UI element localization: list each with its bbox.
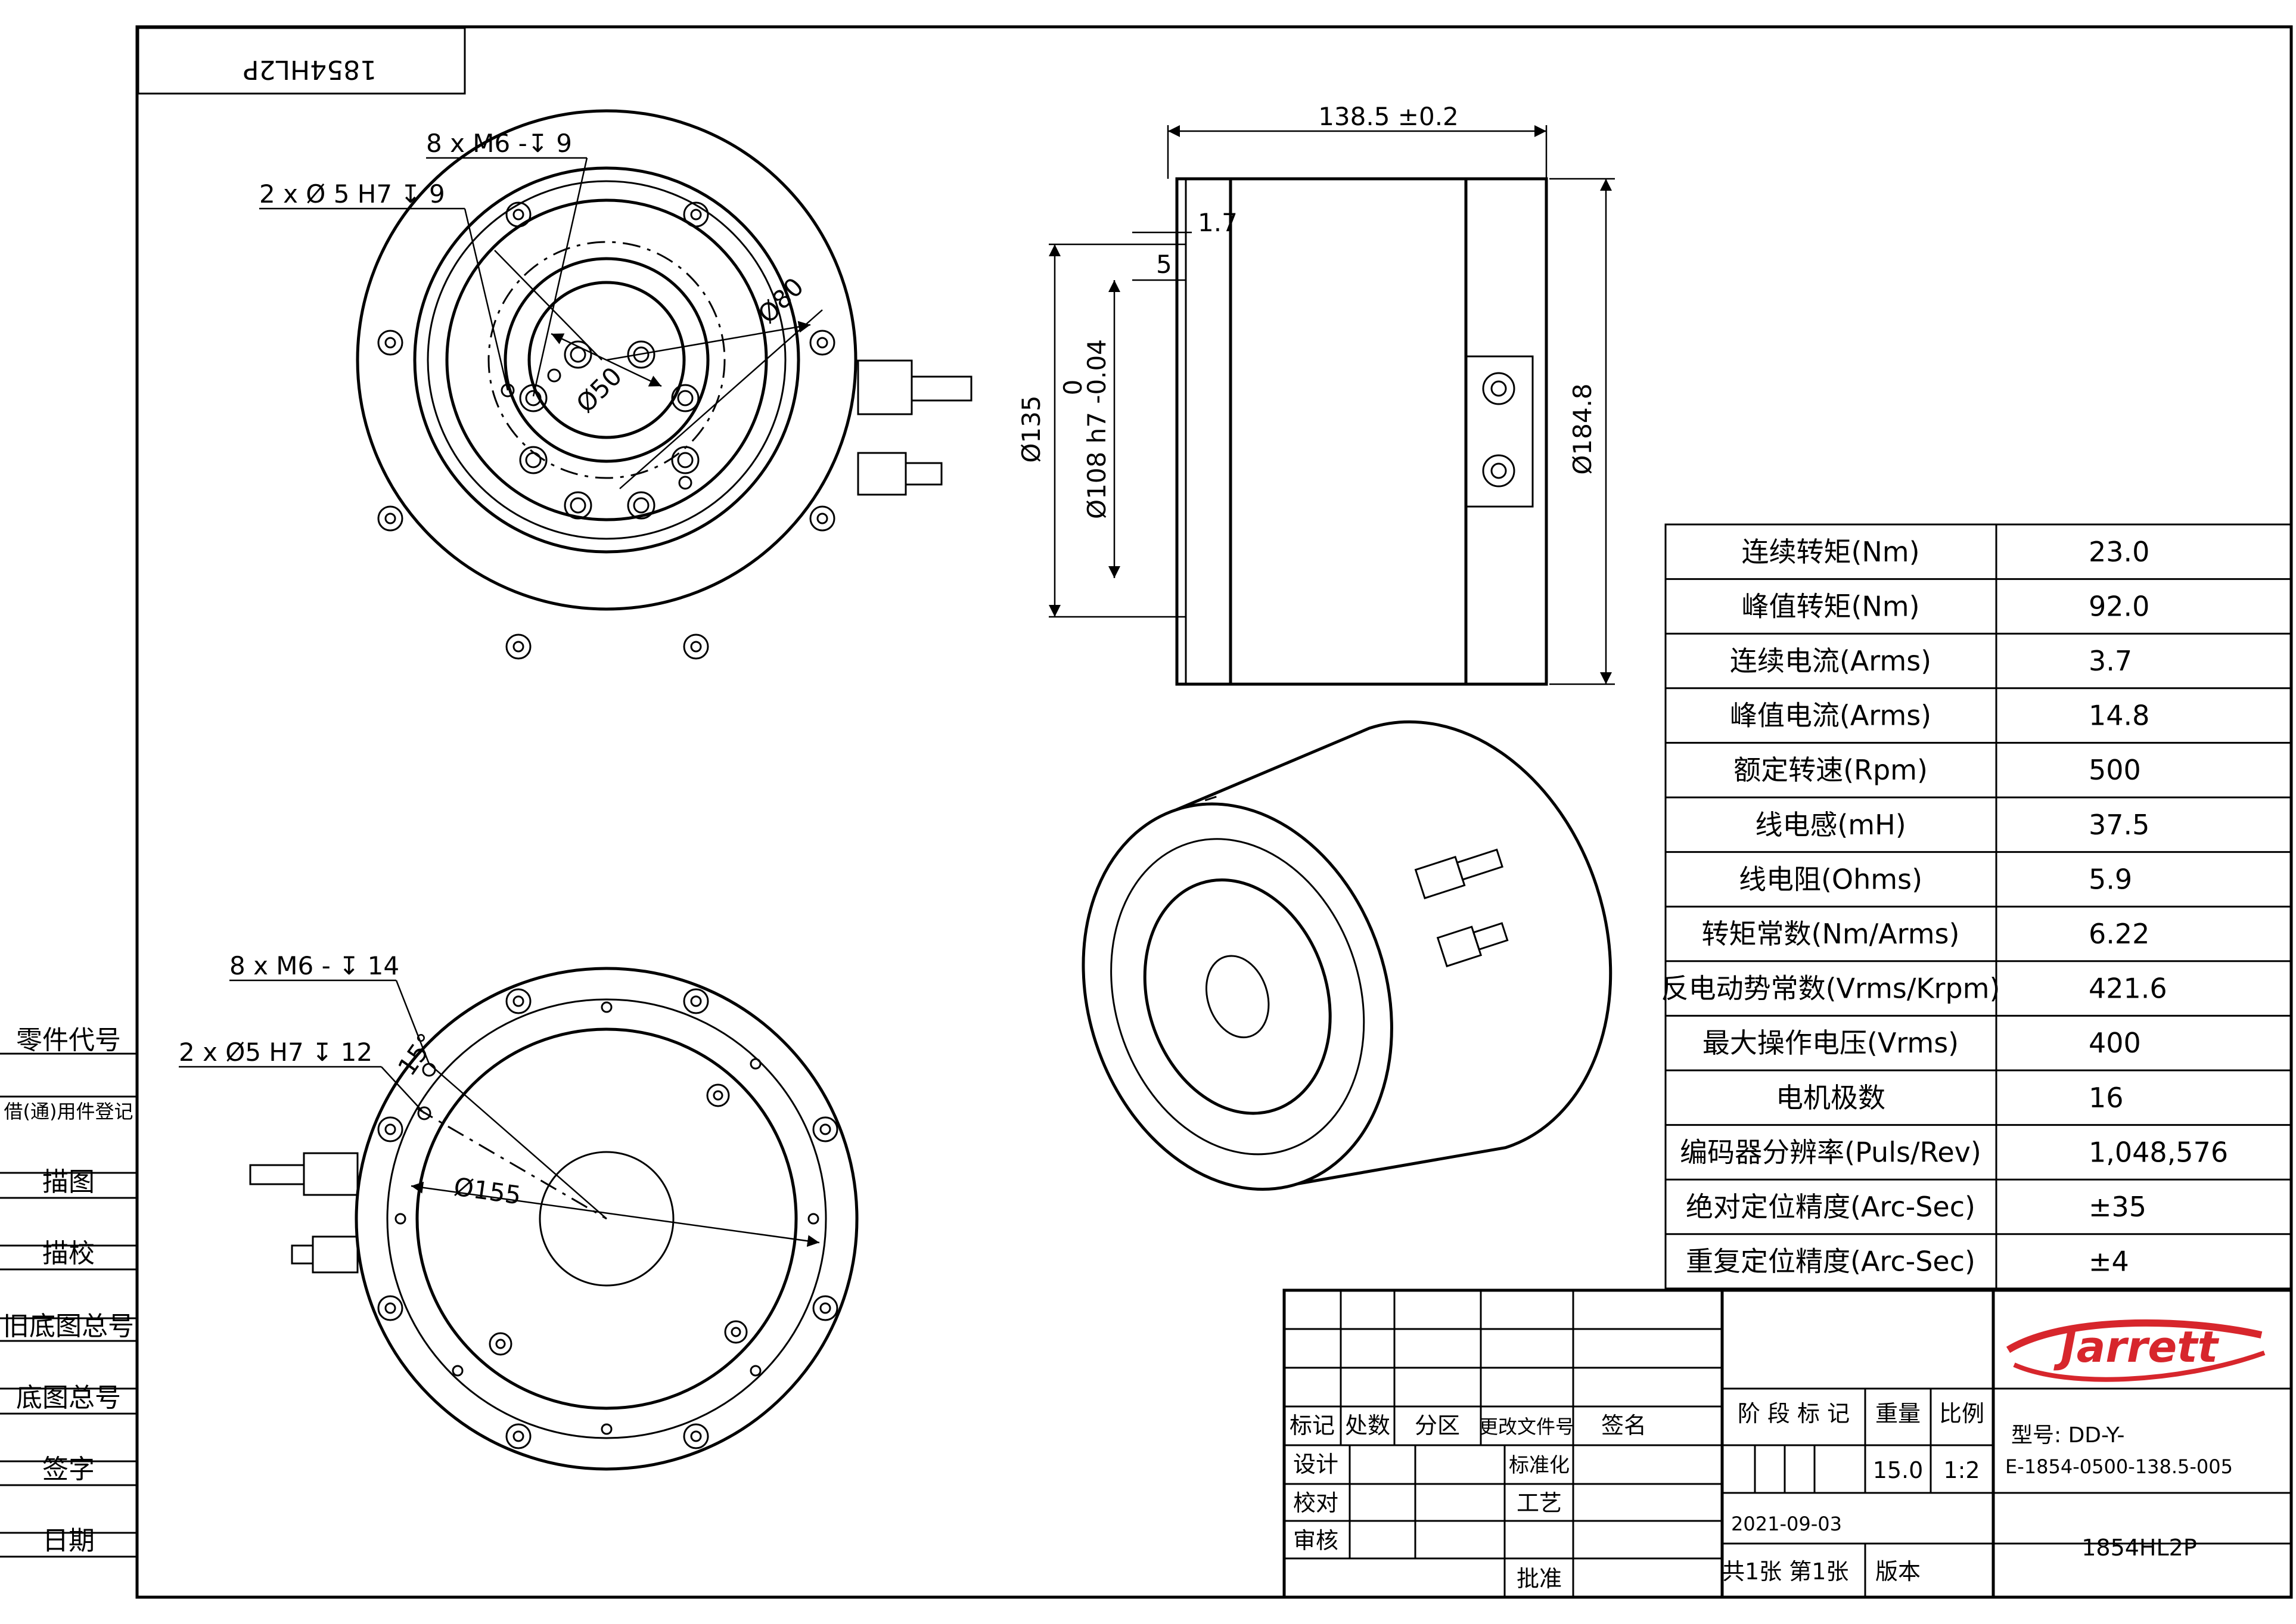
spec-value: ±4 [2089, 1246, 2129, 1278]
drawing-date: 2021-09-03 [1731, 1513, 1842, 1535]
left-strip-old-base-number: 旧底图总号 [3, 1311, 134, 1342]
isometric-view [1082, 720, 1613, 1191]
left-strip-trace: 描图 [42, 1167, 95, 1197]
spec-label: 反电动势常数(Vrms/Krpm) [1661, 973, 2000, 1005]
rev-header-count: 处数 [1345, 1412, 1390, 1439]
spec-value: 3.7 [2089, 645, 2132, 677]
spec-value: 6.22 [2089, 918, 2149, 950]
model-label: 型号: DD-Y- [2011, 1423, 2124, 1448]
side-dia-184: Ø184.8 [1568, 383, 1597, 474]
rev-header-zone: 分区 [1415, 1412, 1460, 1439]
side-dia-135: Ø135 [1017, 395, 1046, 462]
rear-callout-tapped: 8 x M6 - ↧ 14 [229, 951, 399, 980]
spec-label: 绝对定位精度(Arc-Sec) [1686, 1191, 1975, 1223]
spec-value: 92.0 [2089, 590, 2149, 622]
spec-label: 转矩常数(Nm/Arms) [1702, 918, 1960, 950]
top-left-drawing-code: 1854HL2P [243, 54, 377, 85]
rev-header-change-doc: 更改文件号 [1479, 1415, 1574, 1438]
top-left-label-box: 1854HL2P [137, 27, 466, 95]
spec-label: 连续电流(Arms) [1730, 645, 1931, 677]
spec-value: 400 [2089, 1027, 2141, 1059]
spec-label: 额定转速(Rpm) [1733, 754, 1928, 786]
spec-label: 峰值转矩(Nm) [1741, 590, 1919, 622]
spec-value: 421.6 [2089, 973, 2167, 1005]
role-design: 设计 [1293, 1451, 1338, 1477]
sheet-count: 共1张 第1张 [1722, 1558, 1848, 1585]
left-strip-base-number: 底图总号 [16, 1383, 121, 1413]
spec-label: 峰值电流(Arms) [1730, 700, 1931, 732]
spec-value: 5.9 [2089, 863, 2132, 895]
jarrett-logo: Jarrett [2006, 1319, 2266, 1382]
spec-table: 连续转矩(Nm) 23.0 峰值转矩(Nm) 92.0 连续电流(Arms) 3.7 峰值电… [1661, 523, 2292, 1290]
drawing-frame [135, 25, 2293, 1599]
spec-label: 最大操作电压(Vrms) [1702, 1027, 1959, 1059]
drawing-number: 1854HL2P [2081, 1535, 2197, 1561]
weight-label: 重量 [1875, 1401, 1921, 1427]
left-strip-signature: 签字 [42, 1454, 95, 1485]
side-length: 138.5 ±0.2 [1318, 102, 1459, 131]
spec-label: 重复定位精度(Arc-Sec) [1686, 1246, 1975, 1278]
role-process: 工艺 [1517, 1490, 1562, 1516]
rear-dia-155: Ø155 [452, 1172, 523, 1210]
side-step-2: 5 [1156, 250, 1172, 279]
role-review: 审核 [1293, 1527, 1338, 1554]
spec-value: 37.5 [2089, 809, 2149, 841]
spec-value: 16 [2089, 1082, 2124, 1114]
side-tol-upper: 0 [1058, 380, 1088, 396]
front-cable-glands [857, 359, 973, 496]
front-callout-pin: 2 x Ø 5 H7 ↧ 9 [259, 179, 445, 209]
rear-view: 8 x M6 - ↧ 14 2 x Ø5 H7 ↧ 12 15° Ø155 [179, 951, 859, 1471]
role-check: 校对 [1293, 1490, 1338, 1516]
role-approve: 批准 [1517, 1566, 1562, 1592]
role-standard: 标准化 [1509, 1454, 1570, 1477]
side-view: 138.5 ±0.2 1.7 5 Ø135 0 Ø108 h7 -0.04 Ø1… [1017, 102, 1615, 686]
spec-value: 23.0 [2089, 536, 2149, 568]
spec-label: 编码器分辨率(Puls/Rev) [1680, 1136, 1981, 1168]
spec-value: 1,048,576 [2089, 1136, 2228, 1168]
left-strip-trace-check: 描校 [42, 1238, 95, 1269]
title-block: 标记 处数 分区 更改文件号 签名 设计 校对 审核 标准化 工艺 批准 阶 段… [1282, 1288, 2293, 1599]
left-strip-shared-register: 借(通)用件登记 [4, 1100, 133, 1123]
front-tapped-holes [501, 340, 700, 520]
stage-label: 阶 段 标 记 [1738, 1401, 1850, 1427]
spec-value: 500 [2089, 754, 2141, 786]
side-step-1: 1.7 [1198, 208, 1238, 237]
logo-text: Jarrett [2053, 1322, 2220, 1372]
rev-header-mark: 标记 [1290, 1412, 1335, 1439]
model-value: E-1854-0500-138.5-005 [2005, 1455, 2233, 1478]
front-callout-tapped: 8 x M6 -↧ 9 [426, 129, 572, 158]
spec-label: 连续转矩(Nm) [1741, 536, 1919, 568]
left-strip-date: 日期 [42, 1526, 95, 1556]
scale-value: 1:2 [1943, 1457, 1980, 1483]
front-flange-bolts [377, 201, 835, 660]
version-label: 版本 [1875, 1558, 1921, 1585]
rear-cable-glands [249, 1152, 359, 1274]
spec-label: 线电阻(Ohms) [1739, 863, 1922, 895]
spec-value: 14.8 [2089, 700, 2149, 732]
rev-header-signature: 签名 [1601, 1412, 1646, 1439]
side-dia-108: Ø108 h7 -0.04 [1082, 339, 1111, 519]
spec-label: 线电感(mH) [1755, 809, 1906, 841]
front-view: 8 x M6 -↧ 9 2 x Ø 5 H7 ↧ 9 Ø80 Ø50 [259, 109, 973, 660]
scale-label: 比例 [1939, 1401, 1984, 1427]
rear-callout-pin: 2 x Ø5 H7 ↧ 12 [179, 1038, 372, 1067]
spec-label: 电机极数 [1776, 1082, 1885, 1114]
rear-bolts [377, 988, 838, 1449]
front-dia-50: Ø50 [570, 361, 627, 418]
spec-value: ±35 [2089, 1191, 2146, 1223]
left-strip-part-code: 零件代号 [16, 1025, 121, 1055]
weight-value: 15.0 [1873, 1457, 1924, 1483]
left-strip: 零件代号 借(通)用件登记 描图 描校 旧底图总号 底图总号 签字 日期 [0, 1025, 137, 1558]
